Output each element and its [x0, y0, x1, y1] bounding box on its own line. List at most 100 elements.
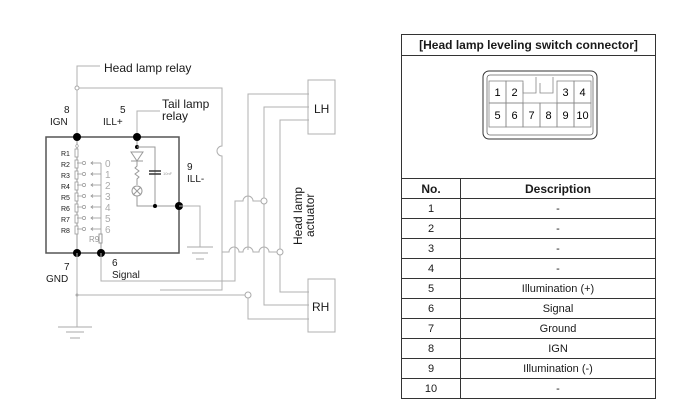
resistor-icon	[74, 203, 79, 213]
pin5-terminal	[133, 133, 141, 141]
pin-description: -	[460, 238, 655, 259]
pin-number: 9	[402, 358, 461, 379]
header-description: Description	[460, 179, 655, 199]
resistor-label: R1	[61, 151, 70, 158]
ign-branch-wire	[79, 87, 223, 291]
wiring-diagram: Head lamp relay Tail lamp relay 8 IGN 5 …	[45, 61, 336, 339]
pin-description: Illumination (+)	[460, 278, 655, 299]
rh-label: RH	[312, 300, 329, 314]
actuator-label-2: actuator	[303, 194, 317, 237]
pin-number-label: 8	[545, 110, 551, 122]
switch-contact	[82, 227, 86, 231]
resistor-icon	[74, 181, 79, 191]
switch-position-label: 6	[105, 225, 111, 236]
resistor-label: R6	[61, 206, 70, 213]
tail-lamp-relay-wire	[136, 110, 160, 137]
table-row: 10 -	[402, 378, 655, 398]
pin8-number: 8	[64, 105, 70, 116]
resistor-icon	[74, 192, 79, 202]
switch-contact	[82, 183, 86, 187]
resistor-label: R7	[61, 217, 70, 224]
resistor-icon	[134, 161, 140, 185]
connector-key-slot	[522, 77, 537, 94]
switch-contact	[82, 205, 86, 209]
rh-actuator-box	[307, 278, 336, 333]
rh-wire-3	[247, 298, 309, 320]
lh-wire-2	[263, 106, 309, 257]
pin6-label: Signal	[112, 270, 140, 281]
pin-number-label: 1	[494, 87, 500, 99]
pin8-terminal	[73, 133, 81, 141]
connector-title: [Head lamp leveling switch connector]	[402, 35, 655, 56]
ground-symbol	[58, 326, 92, 339]
diode-icon	[130, 151, 144, 162]
r9-label: R9	[89, 235, 100, 244]
pin-number-label: 6	[511, 110, 517, 122]
switch-contact	[82, 194, 86, 198]
switch-contact	[82, 172, 86, 176]
lh-wire-1	[247, 93, 309, 250]
pin-number: 5	[402, 278, 461, 299]
switch-position-label: 0	[105, 159, 111, 170]
pin7-label: GND	[46, 274, 68, 285]
arrow-icon	[90, 161, 94, 165]
switch-position-label: 2	[105, 181, 111, 192]
resistor-icon	[74, 159, 79, 169]
pin-number-label: 9	[562, 110, 568, 122]
resistor-label: R4	[61, 184, 70, 191]
switch-contact	[82, 216, 86, 220]
r9-resistor	[98, 233, 103, 244]
pin-number: 10	[402, 378, 461, 398]
switch-position-label: 4	[105, 203, 111, 214]
head-lamp-relay-label: Head lamp relay	[104, 61, 191, 75]
pin-number: 1	[402, 198, 461, 219]
pin-description: IGN	[460, 338, 655, 359]
resistor-label: R3	[61, 173, 70, 180]
resistor-icon	[74, 148, 79, 158]
arrow-icon	[90, 227, 94, 231]
pin-number: 3	[402, 238, 461, 259]
table-row: 3-	[402, 238, 655, 259]
ground-symbol	[187, 246, 213, 260]
connector-key-slot	[539, 77, 554, 94]
signal-wire	[100, 252, 236, 282]
arrow-icon	[90, 183, 94, 187]
table-header-row: No. Description	[402, 179, 655, 199]
pin-description: -	[460, 218, 655, 239]
rh-wire-1	[279, 255, 309, 293]
lh-label: LH	[314, 102, 329, 116]
pin-number-label: 7	[528, 110, 534, 122]
junction-dot	[153, 204, 157, 208]
switch-body	[45, 136, 180, 254]
pin-number-label: 3	[562, 87, 568, 99]
switch-position-label: 1	[105, 170, 111, 181]
pin-description: -	[556, 382, 560, 395]
resistor-label: R5	[61, 195, 70, 202]
tail-lamp-relay-label-1: Tail lamp	[162, 97, 210, 111]
lh-actuator-box	[307, 79, 336, 135]
pin-description: -	[460, 258, 655, 279]
switch-contact	[82, 161, 86, 165]
arrow-icon	[90, 205, 94, 209]
table-row: 2-	[402, 218, 655, 239]
pin-cell	[573, 102, 592, 128]
table-row: 1-	[402, 198, 655, 219]
actuator-label-1: Head lamp	[291, 187, 305, 245]
pin7-number: 7	[64, 262, 70, 273]
pin-number-label: 4	[579, 87, 585, 99]
pin5-number: 5	[120, 105, 126, 116]
pin-number-label: 10	[576, 110, 588, 122]
pin-description: Ground	[460, 318, 655, 339]
junction	[74, 85, 80, 91]
head-lamp-relay-wire	[76, 65, 100, 137]
pin-description: Signal	[460, 298, 655, 319]
